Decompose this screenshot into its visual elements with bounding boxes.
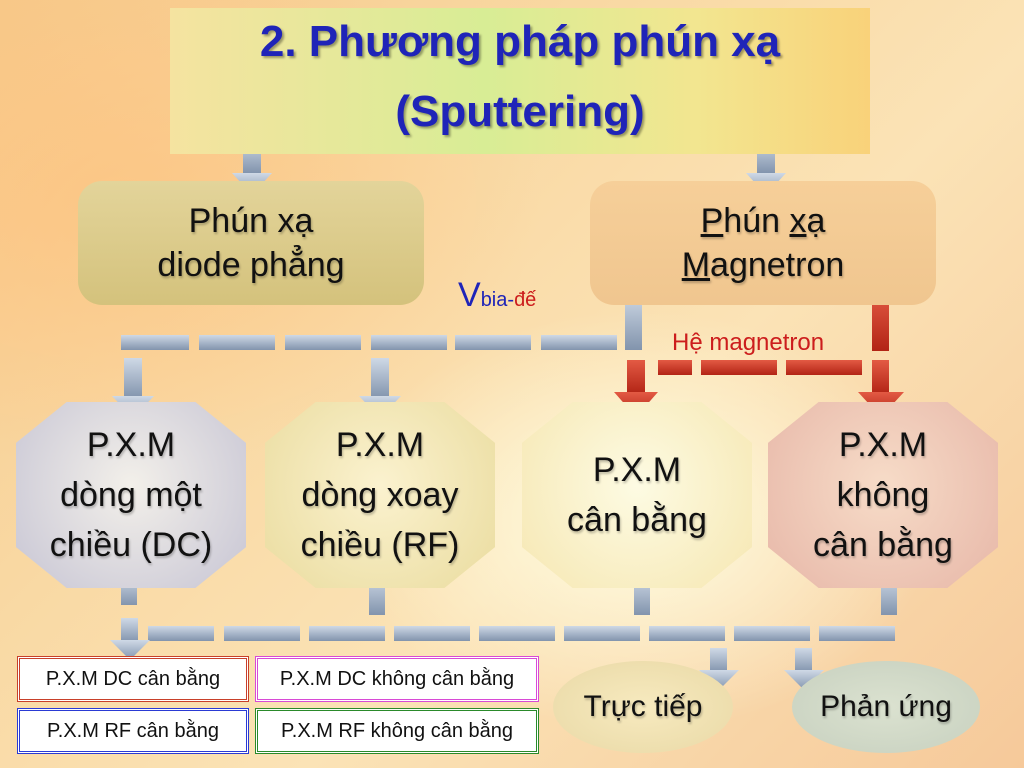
mode-direct: Trực tiếp [553, 661, 733, 753]
voltage-sub-dash: - [507, 289, 515, 311]
tag-rf-balanced: P.X.M RF cân bằng [17, 708, 249, 754]
node-unbalanced: P.X.M không cân bằng [768, 402, 998, 588]
mode-reactive: Phản ứng [792, 661, 980, 753]
node-unbalanced-line-2: không [836, 476, 930, 514]
tag-dc-balanced: P.X.M DC cân bằng [17, 656, 249, 702]
node-rf-line-2: dòng xoay [301, 476, 459, 514]
diode-sputtering-box: Phún xạ diode phẳng [78, 181, 424, 305]
node-unbalanced-line-1: P.X.M [838, 426, 928, 464]
magnetron-line-2: Magnetron [682, 243, 845, 287]
node-rf-line-1: P.X.M [335, 426, 425, 464]
magnetron-line-1: Phún xạ [701, 199, 826, 243]
node-balanced-line-2: cân bằng [567, 501, 707, 539]
lower-verticals [121, 575, 897, 615]
node-balanced: P.X.M cân bằng [522, 402, 752, 588]
letter-x: x [789, 202, 807, 240]
voltage-v: V [458, 276, 481, 314]
node-rf-line-3: chiều (RF) [300, 526, 460, 564]
node-rf: P.X.M dòng xoay chiều (RF) [265, 402, 495, 588]
upper-bus [121, 293, 642, 350]
page-title: 2. Phương pháp phún xạ (Sputtering) [170, 8, 870, 154]
letter-m: M [681, 246, 711, 284]
magnetron-line-1-a: hún [723, 202, 790, 240]
arrow-to-tags [110, 618, 150, 660]
tag-dc-unbalanced: P.X.M DC không cân bằng [255, 656, 539, 702]
letter-p: P [700, 202, 724, 240]
node-dc-line-3: chiều (DC) [49, 526, 213, 564]
title-line-2: (Sputtering) [395, 87, 645, 136]
magnetron-line-1-b: ạ [806, 202, 826, 240]
voltage-sub-de: đế [514, 289, 537, 311]
node-balanced-line-1: P.X.M [592, 451, 682, 489]
arrow-to-reactive [784, 648, 824, 690]
node-dc-line-2: dòng một [60, 476, 202, 514]
node-unbalanced-line-3: cân bằng [813, 526, 953, 564]
magnetron-system-label: Hệ magnetron [672, 329, 825, 356]
voltage-sub-bia: bia [480, 289, 508, 311]
lower-bus [148, 626, 895, 641]
magnetron-sputtering-box: Phún xạ Magnetron [590, 181, 936, 305]
tag-rf-unbalanced: P.X.M RF không cân bằng [255, 708, 539, 754]
title-line-1: 2. Phương pháp phún xạ [259, 17, 781, 66]
diode-line-2: diode phẳng [157, 246, 345, 284]
node-dc: P.X.M dòng một chiều (DC) [16, 402, 246, 588]
node-dc-line-1: P.X.M [86, 426, 176, 464]
magnetron-line-2-rest: agnetron [710, 246, 845, 284]
diode-line-1: Phún xạ [188, 202, 314, 240]
voltage-label: Vbia-đế [458, 276, 536, 315]
